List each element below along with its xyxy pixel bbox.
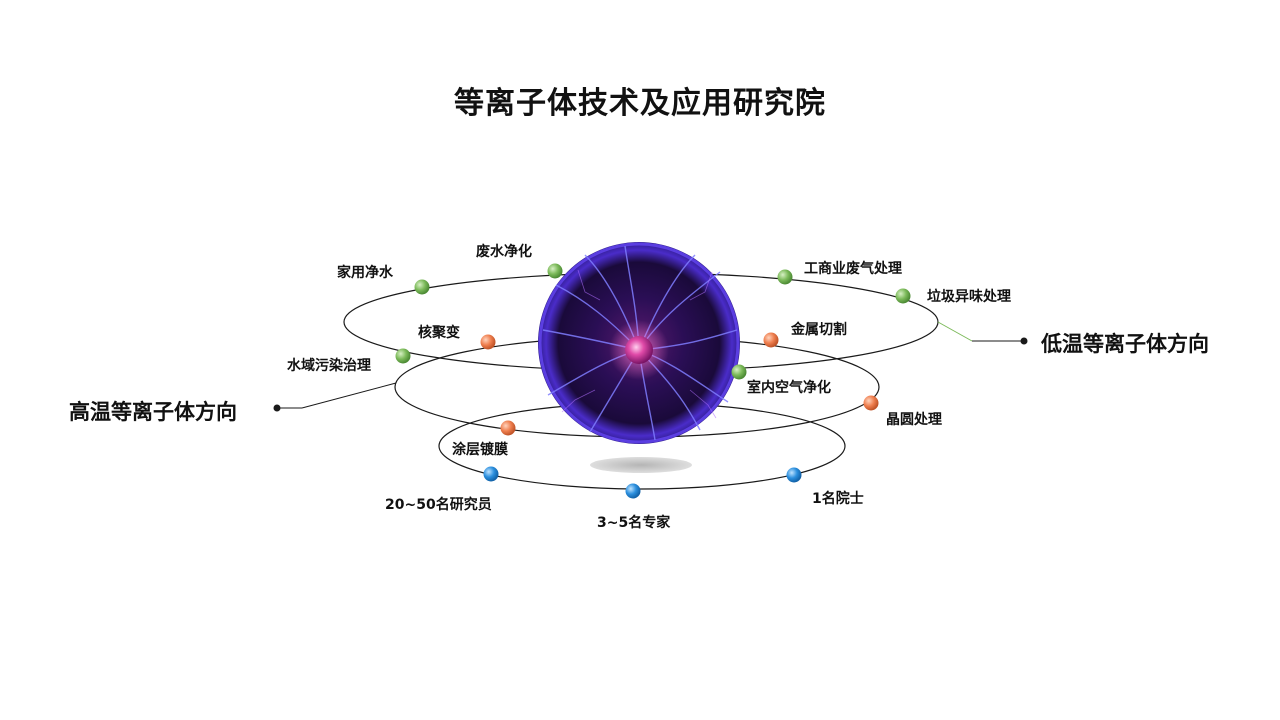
high-temp-direction-label: 高温等离子体方向 xyxy=(69,400,237,424)
plasma-ball-image xyxy=(538,242,740,444)
middle-node-4 xyxy=(500,420,516,436)
inner-label-experts: 3~5名专家 xyxy=(597,515,671,531)
inner-node-3 xyxy=(786,467,802,483)
outer-node-3 xyxy=(777,269,793,285)
middle-label-wafer: 晶圆处理 xyxy=(886,412,942,428)
outer-label-household-water: 家用净水 xyxy=(337,265,393,281)
outer-label-water-pollution: 水域污染治理 xyxy=(287,358,371,374)
inner-node-2 xyxy=(625,483,641,499)
outer-node-2 xyxy=(547,263,563,279)
outer-node-6 xyxy=(731,364,747,380)
outer-node-1 xyxy=(414,279,430,295)
middle-label-metal-cutting: 金属切割 xyxy=(791,322,847,338)
middle-label-fusion: 核聚变 xyxy=(418,325,460,341)
page-title: 等离子体技术及应用研究院 xyxy=(454,86,826,121)
inner-label-researchers: 20~50名研究员 xyxy=(385,497,492,513)
outer-label-odor: 垃圾异味处理 xyxy=(927,289,1011,305)
sphere-shadow xyxy=(590,457,692,473)
outer-label-indoor-air: 室内空气净化 xyxy=(747,380,831,396)
middle-node-1 xyxy=(480,334,496,350)
middle-node-3 xyxy=(863,395,879,411)
middle-label-coating: 涂层镀膜 xyxy=(452,442,508,458)
outer-node-5 xyxy=(395,348,411,364)
inner-node-1 xyxy=(483,466,499,482)
high-temp-connector xyxy=(273,382,397,412)
outer-label-wastewater: 废水净化 xyxy=(476,244,532,260)
outer-node-4 xyxy=(895,288,911,304)
inner-label-academician: 1名院士 xyxy=(812,491,864,507)
low-temp-connector xyxy=(937,321,1028,345)
low-temp-direction-label: 低温等离子体方向 xyxy=(1041,332,1209,356)
outer-label-industrial-gas: 工商业废气处理 xyxy=(804,261,902,277)
middle-node-2 xyxy=(763,332,779,348)
